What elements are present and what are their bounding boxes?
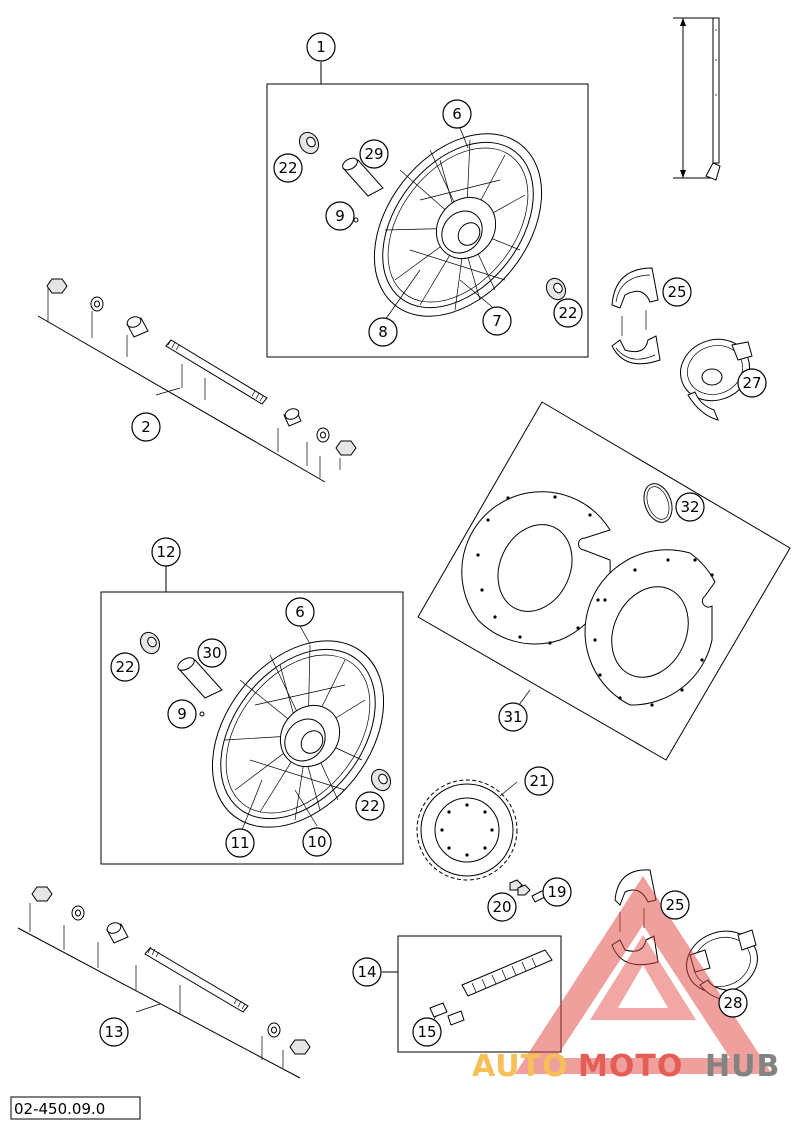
callout-9: 9	[167, 699, 197, 729]
svg-text:8: 8	[378, 323, 388, 341]
svg-text:9: 9	[335, 207, 345, 225]
callout-31: 31	[498, 702, 528, 732]
diagram-code: 02-450.09.0	[14, 1100, 105, 1118]
svg-text:22: 22	[558, 304, 577, 322]
svg-text:27: 27	[742, 374, 761, 392]
callout-20: 20	[487, 892, 517, 922]
svg-text:20: 20	[492, 898, 511, 916]
callout-2: 2	[131, 412, 161, 442]
svg-text:10: 10	[307, 833, 326, 851]
callout-30: 30	[197, 638, 227, 668]
svg-text:30: 30	[202, 644, 221, 662]
svg-text:25: 25	[665, 896, 684, 914]
svg-text:14: 14	[357, 963, 376, 981]
callout-32: 32	[675, 492, 705, 522]
svg-text:21: 21	[529, 772, 548, 790]
front-wheel-group	[266, 62, 589, 358]
callout-22: 22	[355, 791, 385, 821]
front-brake-plate	[680, 338, 753, 421]
svg-text:31: 31	[503, 708, 522, 726]
front-axle-group	[37, 278, 357, 483]
callout-21: 21	[524, 766, 554, 796]
svg-text:28: 28	[723, 994, 742, 1012]
svg-text:13: 13	[104, 1023, 123, 1041]
svg-text:9: 9	[177, 705, 187, 723]
sprocket	[416, 779, 518, 881]
sprocket-fasteners	[509, 879, 548, 903]
svg-text:12: 12	[156, 543, 175, 561]
svg-text:7: 7	[492, 312, 502, 330]
svg-text:25: 25	[667, 283, 686, 301]
svg-text:32: 32	[680, 498, 699, 516]
rear-axle-group	[17, 886, 311, 1079]
svg-text:22: 22	[278, 159, 297, 177]
callout-1: 1	[306, 32, 336, 62]
callout-11: 11	[225, 828, 255, 858]
callout-14: 14	[352, 957, 382, 987]
watermark-moto: MOTO	[578, 1049, 683, 1084]
callout-15: 15	[412, 1017, 442, 1047]
callout-25: 25	[662, 277, 692, 307]
rear-wheel-group	[100, 566, 404, 865]
svg-text:19: 19	[547, 883, 566, 901]
svg-text:6: 6	[295, 603, 305, 621]
watermark-logo: AUTO MOTO HUB	[472, 876, 780, 1084]
front-brake-shoes	[611, 267, 661, 365]
svg-text:22: 22	[360, 797, 379, 815]
callout-6: 6	[442, 99, 472, 129]
callout-28: 28	[718, 988, 748, 1018]
callout-25: 25	[660, 890, 690, 920]
callout-27: 27	[737, 368, 767, 398]
callout-12: 12	[151, 537, 181, 567]
callout-29: 29	[359, 139, 389, 169]
gasket-set	[417, 401, 791, 761]
callout-10: 10	[302, 827, 332, 857]
svg-text:29: 29	[364, 145, 383, 163]
measure-rod	[673, 17, 721, 181]
diagram-code-box	[10, 1096, 141, 1120]
svg-text:6: 6	[452, 105, 462, 123]
callout-6: 6	[285, 597, 315, 627]
watermark-auto: AUTO	[472, 1049, 569, 1084]
watermark-hub: HUB	[705, 1049, 780, 1084]
callout-7: 7	[482, 306, 512, 336]
callout-9: 9	[325, 201, 355, 231]
callout-22: 22	[110, 652, 140, 682]
svg-text:2: 2	[141, 418, 151, 436]
svg-text:11: 11	[230, 834, 249, 852]
svg-text:22: 22	[115, 658, 134, 676]
chain-group	[382, 935, 562, 1053]
callout-22: 22	[553, 298, 583, 328]
svg-text:1: 1	[316, 38, 326, 56]
callout-19: 19	[542, 877, 572, 907]
callout-22: 22	[273, 153, 303, 183]
callout-8: 8	[368, 317, 398, 347]
callout-13: 13	[99, 1017, 129, 1047]
svg-text:15: 15	[417, 1023, 436, 1041]
